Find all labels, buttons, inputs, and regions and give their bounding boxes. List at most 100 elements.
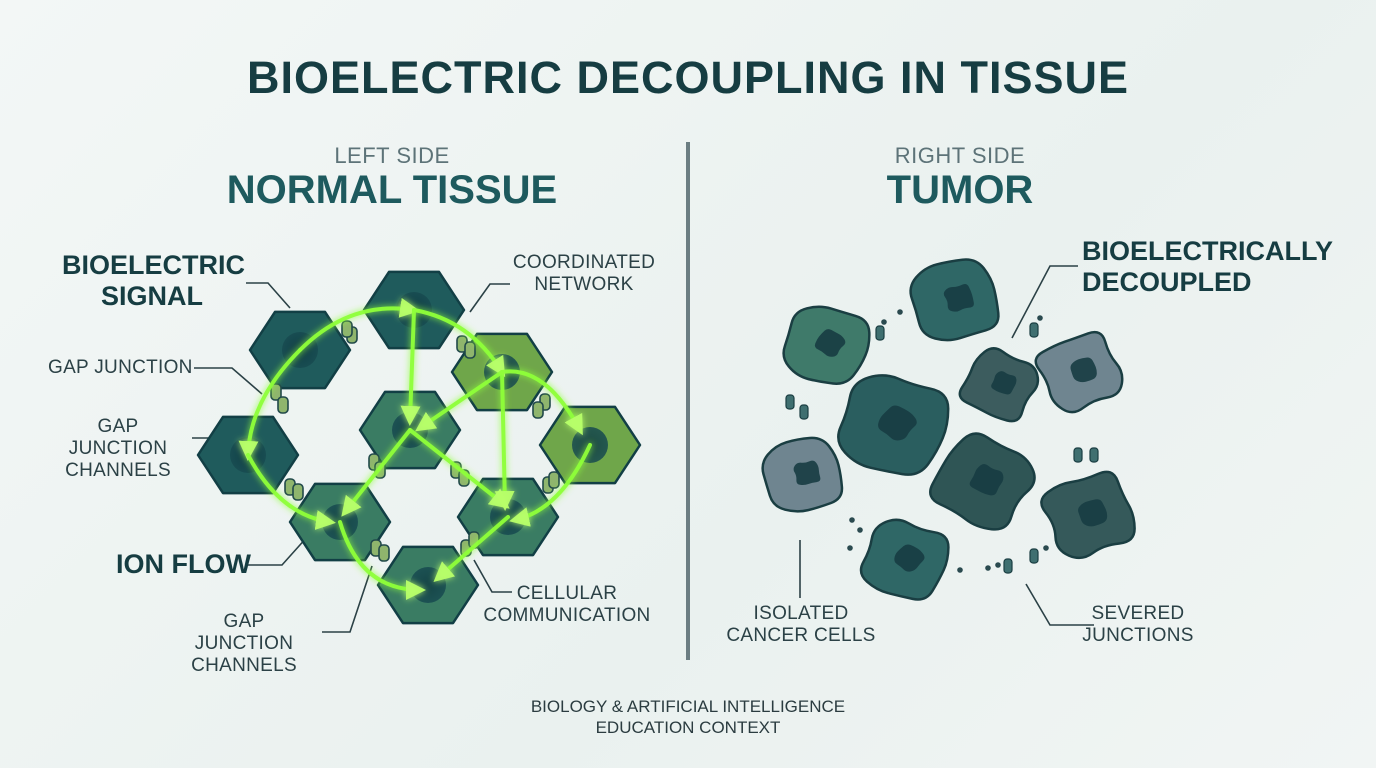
gap-junction-channel-19 [341, 320, 353, 338]
ion-flow-arrow-2 [412, 308, 506, 378]
tumor-heading: TUMOR [886, 168, 1034, 212]
ion-flow-arrow-13 [433, 515, 510, 582]
cancer-cell-nucleus [1070, 357, 1097, 383]
label-coordinated-line2: NETWORK [534, 274, 634, 295]
ion-flow-arrows [238, 297, 592, 600]
ion-flow-arrow-3 [400, 308, 421, 426]
gap-junction-channel-4 [277, 396, 289, 414]
cancer-cell-nucleus [991, 371, 1017, 395]
cancer-cell-nucleus [1078, 499, 1108, 527]
label-cellular-communication: CELLULAR COMMUNICATION [482, 583, 652, 627]
label-ion-flow: ION FLOW [116, 549, 251, 579]
cancer-cell-9 [859, 518, 950, 601]
junction-fragment-16 [1029, 548, 1039, 564]
cancer-cell-3 [958, 347, 1040, 423]
cancer-cell-5 [837, 374, 950, 476]
junction-fragment-5 [1029, 322, 1039, 338]
label-coordinated-line1: COORDINATED [512, 252, 656, 273]
junction-fragment-4 [1037, 315, 1043, 321]
junction-fragment-7 [799, 404, 809, 420]
leader-ion-flow [246, 535, 309, 566]
leader-gap-channels-b [322, 565, 373, 633]
junction-fragment-3 [875, 325, 885, 341]
cancer-cell-nucleus [878, 405, 917, 441]
footer-line2: EDUCATION CONTEXT [595, 718, 781, 737]
footer-line1: BIOLOGY & ARTIFICIAL INTELLIGENCE [530, 697, 846, 716]
label-isolated-line2: CANCER CELLS [726, 625, 876, 646]
severed-junction-fragments [785, 309, 1099, 574]
ion-flow-arrow-9 [341, 428, 412, 517]
ion-flow-arrow-12 [338, 520, 426, 600]
junction-fragment-17 [1043, 545, 1049, 551]
ion-flow-arrow-7 [238, 348, 302, 461]
gap-junction-channel-6 [532, 401, 544, 419]
junction-fragment-18 [847, 545, 853, 551]
label-gap-channels-a-line2: CHANNELS [65, 460, 171, 481]
label-severed-line2: JUNCTIONS [1082, 625, 1194, 646]
left-side-label: LEFT SIDE [334, 143, 450, 168]
label-bioelectric-signal: BIOELECTRIC SIGNAL [62, 250, 246, 312]
leader-coordinated-network [469, 283, 510, 313]
junction-fragment-14 [995, 562, 1001, 568]
hex-nucleus [410, 567, 446, 603]
cancer-cell-6 [761, 436, 844, 513]
cancer-cell-nucleus [894, 544, 925, 572]
gap-junction-channel-14 [548, 471, 560, 489]
ion-flow-arrow-4 [500, 369, 583, 436]
junction-fragment-2 [897, 309, 903, 315]
footer-caption: BIOLOGY & ARTIFICIAL INTELLIGENCE EDUCAT… [438, 696, 938, 738]
junction-fragment-13 [985, 565, 991, 571]
leader-bioelectric-signal [246, 282, 291, 309]
label-gap-junction-channels-b: GAP JUNCTION CHANNELS [172, 611, 316, 677]
junction-fragment-6 [785, 394, 795, 410]
normal-tissue-heading: NORMAL TISSUE [226, 168, 558, 212]
right-leader-lines [799, 265, 1094, 626]
gap-junction-channel-16 [378, 544, 390, 562]
cancer-cell-nucleus [793, 460, 821, 485]
label-cellular-line2: COMMUNICATION [483, 605, 651, 626]
diagram-title: BIOELECTRIC DECOUPLING IN TISSUE [246, 52, 1130, 103]
cancer-cell-2 [909, 258, 1000, 342]
junction-fragment-11 [857, 527, 863, 533]
label-isolated-cancer-cells: ISOLATED CANCER CELLS [726, 603, 876, 647]
label-severed-line1: SEVERED [1091, 603, 1185, 624]
gap-junctions [270, 320, 560, 562]
junction-fragment-15 [1003, 558, 1013, 574]
ion-flow-arrow-11 [509, 443, 592, 527]
label-isolated-line1: ISOLATED [753, 603, 849, 624]
label-gap-channels-b-line1: GAP JUNCTION [194, 611, 294, 654]
tumor-cells [761, 258, 1136, 601]
label-severed-junctions: SEVERED JUNCTIONS [1066, 603, 1210, 647]
cancer-cell-nucleus [814, 329, 846, 357]
leader-decoupled [1011, 265, 1078, 339]
label-gap-junction: GAP JUNCTION [48, 357, 193, 378]
label-decoupled-line1: BIOELECTRICALLY [1082, 236, 1334, 266]
label-bioelectric-signal-line2: SIGNAL [100, 281, 203, 311]
ion-flow-arrow-6 [415, 370, 504, 432]
label-gap-channels-b-line2: CHANNELS [191, 655, 297, 676]
label-cellular-line1: CELLULAR [516, 583, 618, 604]
label-coordinated-network: COORDINATED NETWORK [512, 252, 656, 296]
label-bioelectrically-decoupled: BIOELECTRICALLY DECOUPLED [1082, 236, 1333, 298]
cancer-cell-1 [782, 305, 871, 385]
label-gap-channels-a-line1: GAP JUNCTION [68, 416, 168, 459]
ion-flow-arrow-5 [494, 370, 515, 511]
cancer-cell-8 [1040, 470, 1136, 560]
junction-fragment-12 [957, 567, 963, 573]
gap-junction-channel-20 [464, 341, 476, 359]
cancer-cell-4 [1034, 330, 1124, 414]
leader-severed [1025, 583, 1094, 626]
leader-cellular-communication [473, 559, 512, 593]
label-bioelectric-signal-line1: BIOELECTRIC [62, 250, 246, 280]
junction-fragment-8 [1073, 447, 1083, 463]
junction-fragment-10 [849, 517, 855, 523]
cancer-cell-7 [929, 432, 1036, 531]
leader-gap-junction [194, 367, 263, 395]
left-leader-lines [192, 282, 512, 633]
cancer-cell-nucleus [943, 284, 974, 312]
junction-fragment-9 [1089, 447, 1099, 463]
ion-flow-arrow-10 [408, 428, 510, 509]
cancer-cell-nucleus [969, 463, 1004, 496]
label-decoupled-line2: DECOUPLED [1082, 267, 1252, 297]
normal-tissue-cells [196, 270, 642, 625]
